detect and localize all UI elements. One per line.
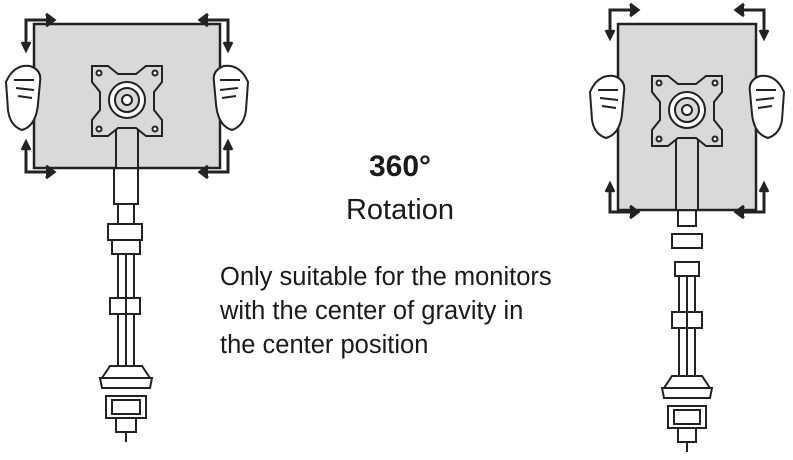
portrait-monitor-illustration (588, 2, 786, 452)
usage-note-line: Only suitable for the monitors (220, 263, 552, 291)
landscape-monitor-figure (0, 0, 260, 460)
rotate-arrow-icon (20, 12, 234, 180)
vesa-plate-icon (651, 75, 723, 147)
usage-note-line: with the center of gravity in (220, 297, 524, 325)
hand-icon (588, 74, 786, 140)
rotate-arrow-icon (604, 2, 770, 220)
rotation-degrees: 360° (368, 150, 432, 183)
usage-note: Only suitable for the monitors with the … (220, 260, 600, 362)
landscape-monitor-illustration (4, 12, 250, 442)
desk-clamp-icon (660, 375, 714, 452)
rotation-label: Rotation (345, 194, 454, 226)
hand-icon (4, 64, 250, 132)
portrait-monitor-figure (580, 0, 793, 460)
desk-clamp-icon (98, 365, 154, 442)
arm-pole (671, 203, 703, 377)
arm-pole (107, 167, 143, 367)
vesa-plate-icon (91, 65, 163, 137)
usage-note-line: the center position (220, 331, 429, 359)
